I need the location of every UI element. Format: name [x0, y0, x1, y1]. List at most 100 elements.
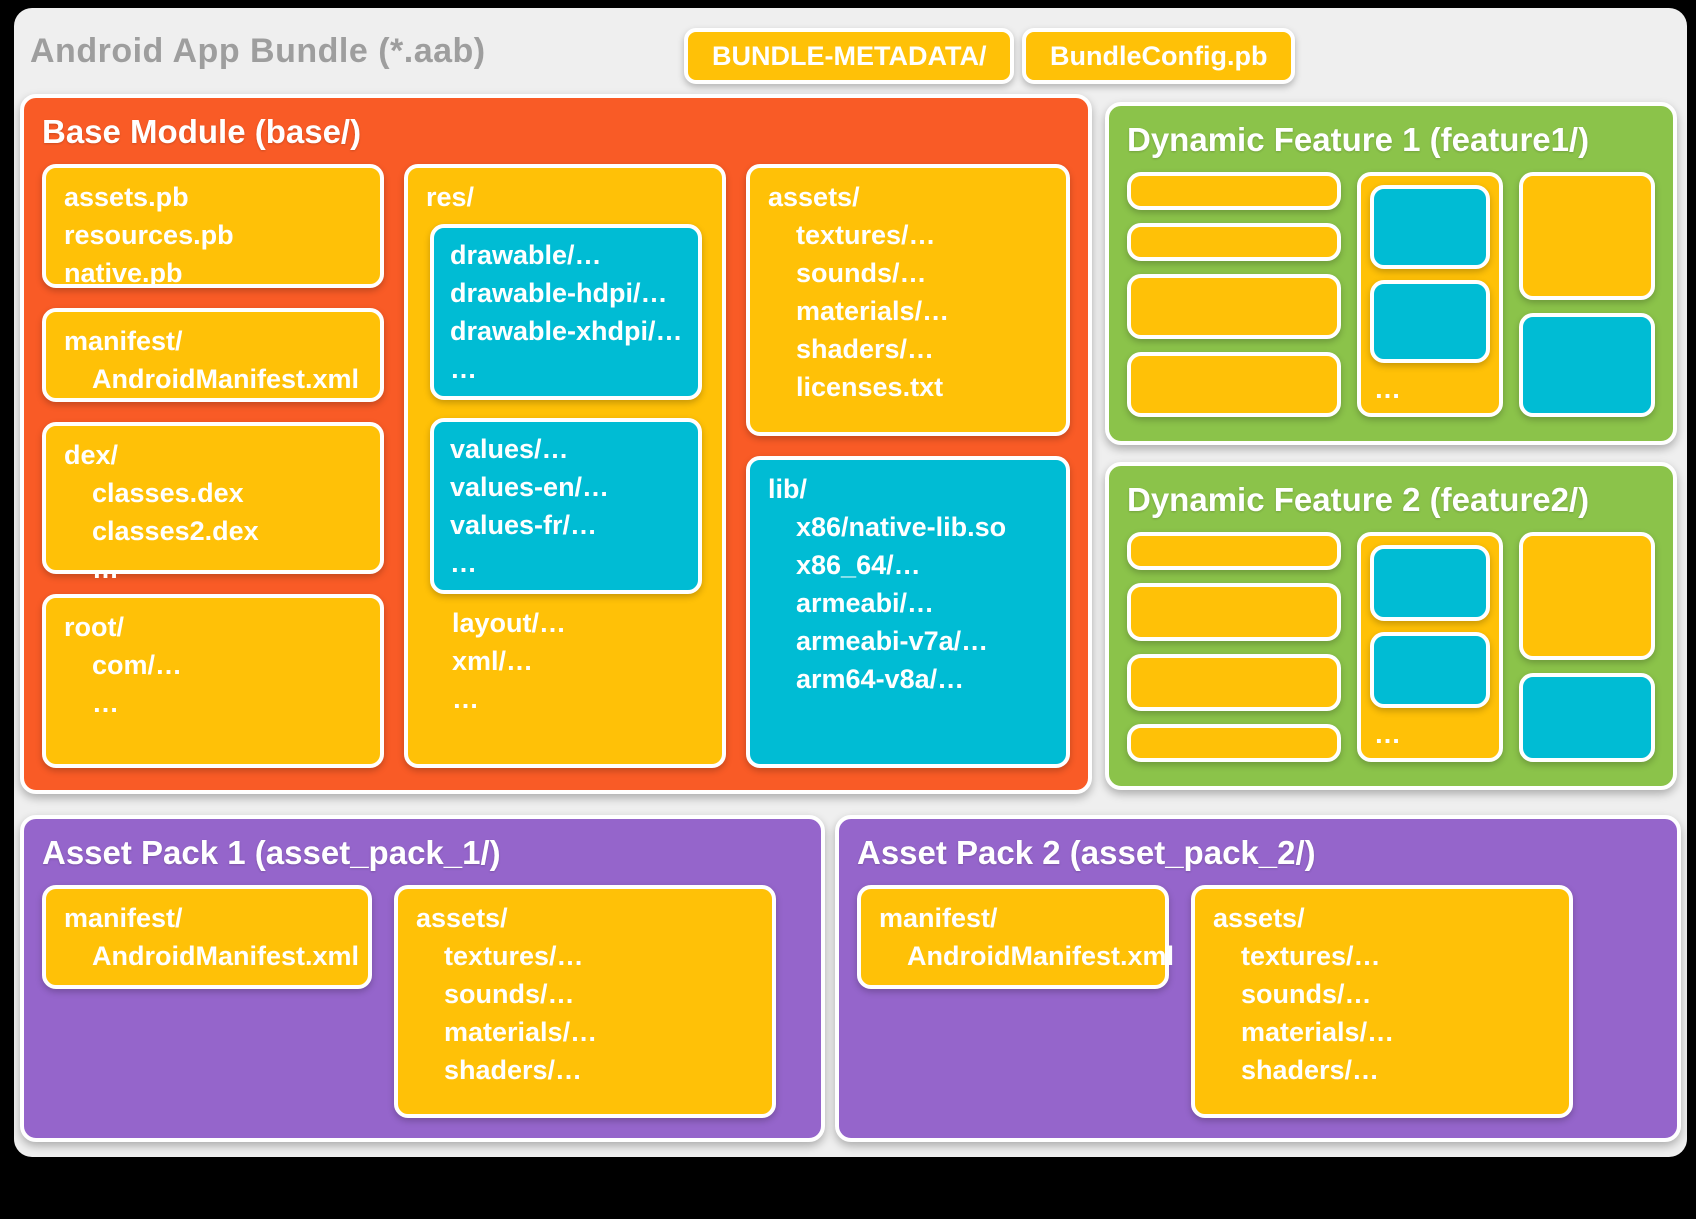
dir-assets: assets/: [768, 182, 860, 212]
dir-manifest: manifest/: [879, 903, 998, 933]
file-native-pb: native.pb: [64, 258, 183, 288]
protobuf-files-box: assets.pb resources.pb native.pb: [42, 164, 384, 288]
dir-textures: textures/…: [444, 941, 584, 971]
asset-pack-2-manifest-box: manifest/ AndroidManifest.xml: [857, 885, 1175, 989]
placeholder-box: [1127, 724, 1341, 762]
asset-pack-2-title: Asset Pack 2 (asset_pack_2/): [857, 834, 1316, 871]
dir-res: res/: [426, 182, 475, 212]
asset-pack-2-content: manifest/ AndroidManifest.xml assets/ te…: [857, 885, 1659, 1118]
dir-drawable: drawable/…: [450, 240, 602, 270]
file-android-manifest: AndroidManifest.xml: [92, 941, 360, 971]
dir-sounds: sounds/…: [796, 258, 927, 288]
dex-ellipsis: …: [92, 554, 119, 584]
feature2-middle-group-box: …: [1357, 532, 1503, 762]
dir-materials: materials/…: [796, 296, 950, 326]
file-android-manifest: AndroidManifest.xml: [907, 941, 1175, 971]
file-x86-native-lib: x86/native-lib.so: [796, 512, 1007, 542]
bundle-metadata-chip: BUNDLE-METADATA/: [684, 28, 1015, 84]
dir-sounds: sounds/…: [444, 979, 575, 1009]
dir-drawable-xhdpi: drawable-xhdpi/…: [450, 316, 683, 346]
placeholder-box: [1519, 172, 1655, 300]
asset-pack-1-title: Asset Pack 1 (asset_pack_1/): [42, 834, 501, 871]
file-classes-dex: classes.dex: [92, 478, 244, 508]
bundle-config-chip: BundleConfig.pb: [1022, 28, 1296, 84]
base-column-1: assets.pb resources.pb native.pb manifes…: [42, 164, 384, 768]
page-title: Android App Bundle (*.aab): [30, 32, 486, 70]
values-ellipsis: …: [450, 548, 477, 578]
base-column-3: assets/ textures/… sounds/… materials/… …: [746, 164, 1070, 768]
placeholder-box: [1127, 653, 1341, 711]
dir-textures: textures/…: [796, 220, 936, 250]
dynamic-feature-2-title: Dynamic Feature 2 (feature2/): [1127, 481, 1590, 518]
dir-manifest: manifest/: [64, 903, 183, 933]
res-box: res/ drawable/… drawable-hdpi/… drawable…: [404, 164, 726, 768]
dir-values: values/…: [450, 434, 569, 464]
drawable-ellipsis: …: [450, 354, 477, 384]
dir-root: root/: [64, 612, 124, 642]
feature2-left-column: [1127, 532, 1341, 762]
placeholder-box: [1370, 545, 1490, 621]
feature1-middle-group-box: …: [1357, 172, 1503, 417]
asset-pack-1-assets-box: assets/ textures/… sounds/… materials/… …: [394, 885, 776, 1118]
placeholder-box: [1127, 223, 1341, 261]
res-ellipsis: …: [452, 684, 479, 714]
dir-assets: assets/: [1213, 903, 1305, 933]
dir-manifest: manifest/: [64, 326, 183, 356]
placeholder-box: [1127, 274, 1341, 339]
dir-arm64-v8a: arm64-v8a/…: [796, 664, 965, 694]
root-ellipsis: …: [92, 688, 119, 718]
drawable-group-box: drawable/… drawable-hdpi/… drawable-xhdp…: [430, 224, 702, 400]
dynamic-feature-2-panel: Dynamic Feature 2 (feature2/) …: [1105, 462, 1677, 790]
dynamic-feature-1-title: Dynamic Feature 1 (feature1/): [1127, 121, 1590, 158]
base-module-panel: Base Module (base/) assets.pb resources.…: [20, 94, 1092, 794]
base-module-columns: assets.pb resources.pb native.pb manifes…: [42, 164, 1070, 768]
asset-pack-2-assets-box: assets/ textures/… sounds/… materials/… …: [1191, 885, 1573, 1118]
asset-pack-1-manifest-box: manifest/ AndroidManifest.xml: [42, 885, 372, 989]
dynamic-feature-1-panel: Dynamic Feature 1 (feature1/) …: [1105, 102, 1677, 445]
dir-x86-64: x86_64/…: [796, 550, 921, 580]
dir-shaders: shaders/…: [1241, 1055, 1380, 1085]
dir-assets: assets/: [416, 903, 508, 933]
dir-materials: materials/…: [444, 1017, 598, 1047]
file-android-manifest: AndroidManifest.xml: [92, 364, 360, 394]
file-classes2-dex: classes2.dex: [92, 516, 259, 546]
dir-lib: lib/: [768, 474, 807, 504]
placeholder-box: [1519, 313, 1655, 417]
placeholder-box: [1519, 673, 1655, 762]
assets-box: assets/ textures/… sounds/… materials/… …: [746, 164, 1070, 436]
values-group-box: values/… values-en/… values-fr/… …: [430, 418, 702, 594]
dir-values-en: values-en/…: [450, 472, 610, 502]
dir-materials: materials/…: [1241, 1017, 1395, 1047]
placeholder-box: [1127, 352, 1341, 417]
base-column-2: res/ drawable/… drawable-hdpi/… drawable…: [404, 164, 726, 768]
dir-shaders: shaders/…: [444, 1055, 583, 1085]
placeholder-box: [1370, 185, 1490, 269]
lib-box: lib/ x86/native-lib.so x86_64/… armeabi/…: [746, 456, 1070, 768]
feature1-ellipsis: …: [1374, 374, 1401, 404]
file-assets-pb: assets.pb: [64, 182, 189, 212]
base-module-title: Base Module (base/): [42, 113, 362, 150]
feature1-left-column: [1127, 172, 1341, 417]
feature2-right-column: [1519, 532, 1655, 762]
placeholder-box: [1370, 632, 1490, 708]
placeholder-box: [1370, 279, 1490, 363]
asset-pack-1-content: manifest/ AndroidManifest.xml assets/ te…: [42, 885, 803, 1118]
dir-layout: layout/…: [452, 608, 567, 638]
dir-armeabi-v7a: armeabi-v7a/…: [796, 626, 989, 656]
dir-values-fr: values-fr/…: [450, 510, 598, 540]
placeholder-box: [1127, 172, 1341, 210]
dir-dex: dex/: [64, 440, 119, 470]
manifest-box: manifest/ AndroidManifest.xml: [42, 308, 384, 402]
file-licenses: licenses.txt: [796, 372, 944, 402]
asset-pack-2-panel: Asset Pack 2 (asset_pack_2/) manifest/ A…: [835, 815, 1681, 1142]
placeholder-box: [1127, 583, 1341, 641]
placeholder-box: [1519, 532, 1655, 660]
root-box: root/ com/… …: [42, 594, 384, 768]
feature1-right-column: [1519, 172, 1655, 417]
placeholder-box: [1127, 532, 1341, 570]
dir-armeabi: armeabi/…: [796, 588, 935, 618]
bundle-diagram-card: Android App Bundle (*.aab) BUNDLE-METADA…: [14, 8, 1687, 1157]
asset-pack-1-panel: Asset Pack 1 (asset_pack_1/) manifest/ A…: [20, 815, 825, 1142]
dynamic-feature-2-content: …: [1127, 532, 1655, 762]
